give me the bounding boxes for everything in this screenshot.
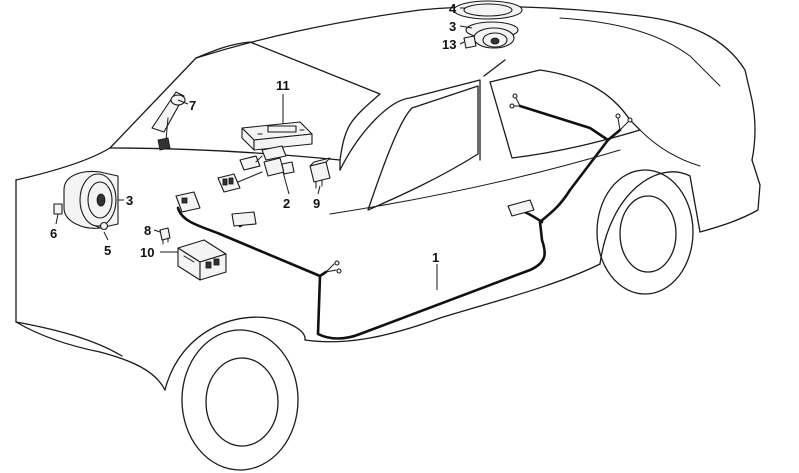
callout-connector: 2 bbox=[283, 196, 290, 211]
callout-speaker-cover: 4 bbox=[449, 1, 457, 16]
front-wheel bbox=[181, 329, 299, 471]
rear-speaker bbox=[465, 21, 519, 49]
harness-connector-box bbox=[175, 191, 201, 213]
control-unit bbox=[177, 239, 227, 281]
screw bbox=[95, 221, 109, 231]
callout-radio-bracket: 11 bbox=[276, 78, 290, 93]
antenna bbox=[151, 91, 186, 151]
callout-screw: 5 bbox=[104, 243, 111, 258]
callout-relay: 9 bbox=[313, 196, 320, 211]
relay bbox=[309, 157, 331, 189]
callouts: 1 2 3 3 4 5 6 7 8 9 10 11 13 bbox=[50, 1, 457, 265]
spacer bbox=[463, 35, 477, 49]
callout-clip: 6 bbox=[50, 226, 57, 241]
rear-wheel bbox=[596, 169, 694, 295]
connector-set bbox=[217, 145, 295, 193]
callout-speaker-rear: 3 bbox=[449, 19, 456, 34]
callout-fuse: 8 bbox=[144, 223, 151, 238]
callout-control-unit: 10 bbox=[140, 245, 154, 260]
wiring-harness bbox=[176, 93, 633, 340]
callout-spacer: 13 bbox=[442, 37, 456, 52]
callout-antenna: 7 bbox=[189, 98, 196, 113]
radio-bracket bbox=[241, 121, 313, 151]
rear-speaker-cover bbox=[453, 0, 523, 20]
callout-speaker-front: 3 bbox=[126, 193, 133, 208]
clip bbox=[53, 203, 63, 215]
car-outline bbox=[15, 5, 761, 391]
fuse bbox=[159, 227, 171, 245]
front-speaker bbox=[63, 170, 119, 229]
callout-harness: 1 bbox=[432, 250, 439, 265]
leader-lines bbox=[55, 7, 473, 290]
